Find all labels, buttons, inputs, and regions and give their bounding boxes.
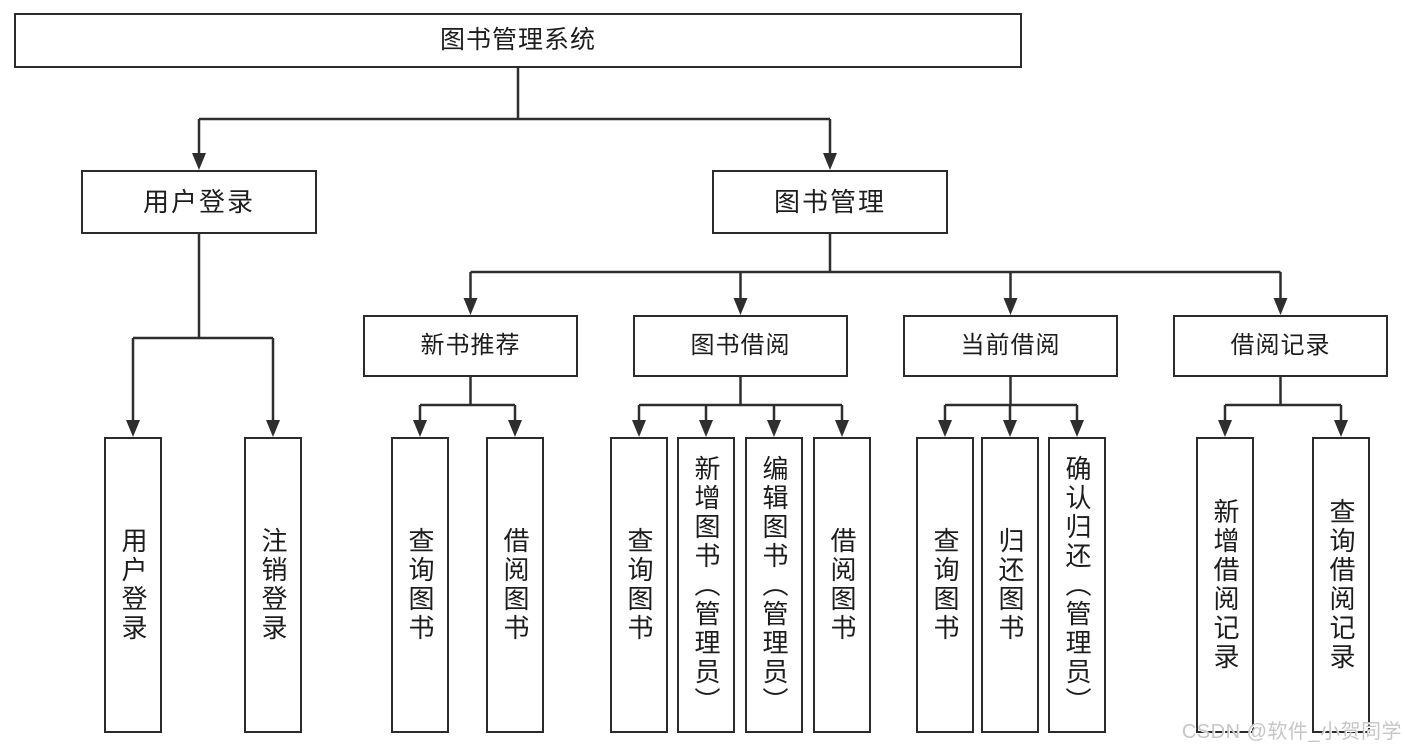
arrow-head [1218, 420, 1232, 437]
leaf-logout: 注销登录 [244, 437, 302, 733]
arrow-head [1334, 420, 1348, 437]
node-new-book-recommend: 新书推荐 [363, 315, 578, 377]
leaf-borrow-books-borrowing-label: 借阅图书 [827, 527, 857, 643]
connector-current-borrow-to-children [943, 377, 1079, 422]
node-current-borrowing: 当前借阅 [903, 315, 1118, 377]
leaf-add-borrow-record-label: 新增借阅记录 [1210, 498, 1240, 672]
leaf-add-borrow-record: 新增借阅记录 [1196, 437, 1254, 733]
leaf-query-books-current-label: 查询图书 [930, 527, 960, 643]
arrow-head [835, 420, 849, 437]
node-current-borrowing-label: 当前借阅 [960, 332, 1061, 359]
leaf-confirm-return-admin: 确认归还（管理员） [1048, 437, 1106, 733]
leaf-add-book-admin-label: 新增图书（管理员） [691, 454, 721, 716]
node-book-borrowing: 图书借阅 [633, 315, 848, 377]
leaf-borrow-books-recommend-label: 借阅图书 [500, 527, 530, 643]
leaf-user-login-label: 用户登录 [118, 527, 148, 643]
node-book-borrowing-label: 图书借阅 [690, 332, 791, 359]
node-system-root-label: 图书管理系统 [439, 26, 596, 54]
leaf-query-books-borrowing-label: 查询图书 [624, 527, 654, 643]
leaf-add-book-admin: 新增图书（管理员） [677, 437, 735, 733]
leaf-query-borrow-record-label: 查询借阅记录 [1326, 498, 1356, 672]
arrow-head [632, 420, 646, 437]
connector-book-borrow-to-children [637, 377, 844, 422]
arrow-head [1273, 298, 1288, 315]
leaf-logout-label: 注销登录 [258, 527, 288, 643]
node-system-root: 图书管理系统 [14, 13, 1022, 68]
arrow-head [1070, 420, 1084, 437]
leaf-edit-book-admin-label: 编辑图书（管理员） [759, 454, 789, 716]
leaf-query-books-recommend: 查询图书 [391, 437, 449, 733]
node-new-book-recommend-label: 新书推荐 [420, 332, 521, 359]
node-book-management: 图书管理 [712, 170, 948, 234]
arrow-head [192, 153, 206, 170]
arrow-head [767, 420, 781, 437]
leaf-return-books-label: 归还图书 [995, 527, 1025, 643]
leaf-user-login: 用户登录 [104, 437, 162, 733]
arrow-head [1003, 420, 1017, 437]
connector-new-book-to-children [418, 377, 517, 422]
leaf-confirm-return-admin-label: 确认归还（管理员） [1062, 454, 1092, 716]
arrow-head [463, 298, 478, 315]
node-user-login: 用户登录 [81, 170, 317, 234]
csdn-watermark: CSDN @软件_小贺同学 [1181, 721, 1402, 743]
leaf-query-borrow-record: 查询借阅记录 [1312, 437, 1370, 733]
arrow-head [1003, 298, 1018, 315]
leaf-query-books-current: 查询图书 [916, 437, 974, 733]
connector-book-management-to-level3 [469, 234, 1282, 299]
arrow-head [823, 153, 837, 170]
arrow-head [266, 420, 280, 437]
leaf-query-books-recommend-label: 查询图书 [405, 527, 435, 643]
connector-root-to-level2 [197, 68, 832, 155]
arrow-head [126, 420, 140, 437]
node-borrowing-records: 借阅记录 [1173, 315, 1388, 377]
node-user-login-label: 用户登录 [142, 187, 255, 217]
node-borrowing-records-label: 借阅记录 [1230, 332, 1331, 359]
node-book-management-label: 图书管理 [773, 187, 886, 217]
connector-records-to-children [1223, 377, 1343, 422]
leaf-borrow-books-borrowing: 借阅图书 [813, 437, 871, 733]
leaf-borrow-books-recommend: 借阅图书 [486, 437, 544, 733]
connector-user-login-to-children [131, 234, 275, 422]
arrow-head [938, 420, 952, 437]
arrow-head [699, 420, 713, 437]
arrow-head [733, 298, 748, 315]
leaf-return-books: 归还图书 [981, 437, 1039, 733]
arrow-head [413, 420, 427, 437]
arrow-head [508, 420, 522, 437]
leaf-query-books-borrowing: 查询图书 [610, 437, 668, 733]
leaf-edit-book-admin: 编辑图书（管理员） [745, 437, 803, 733]
